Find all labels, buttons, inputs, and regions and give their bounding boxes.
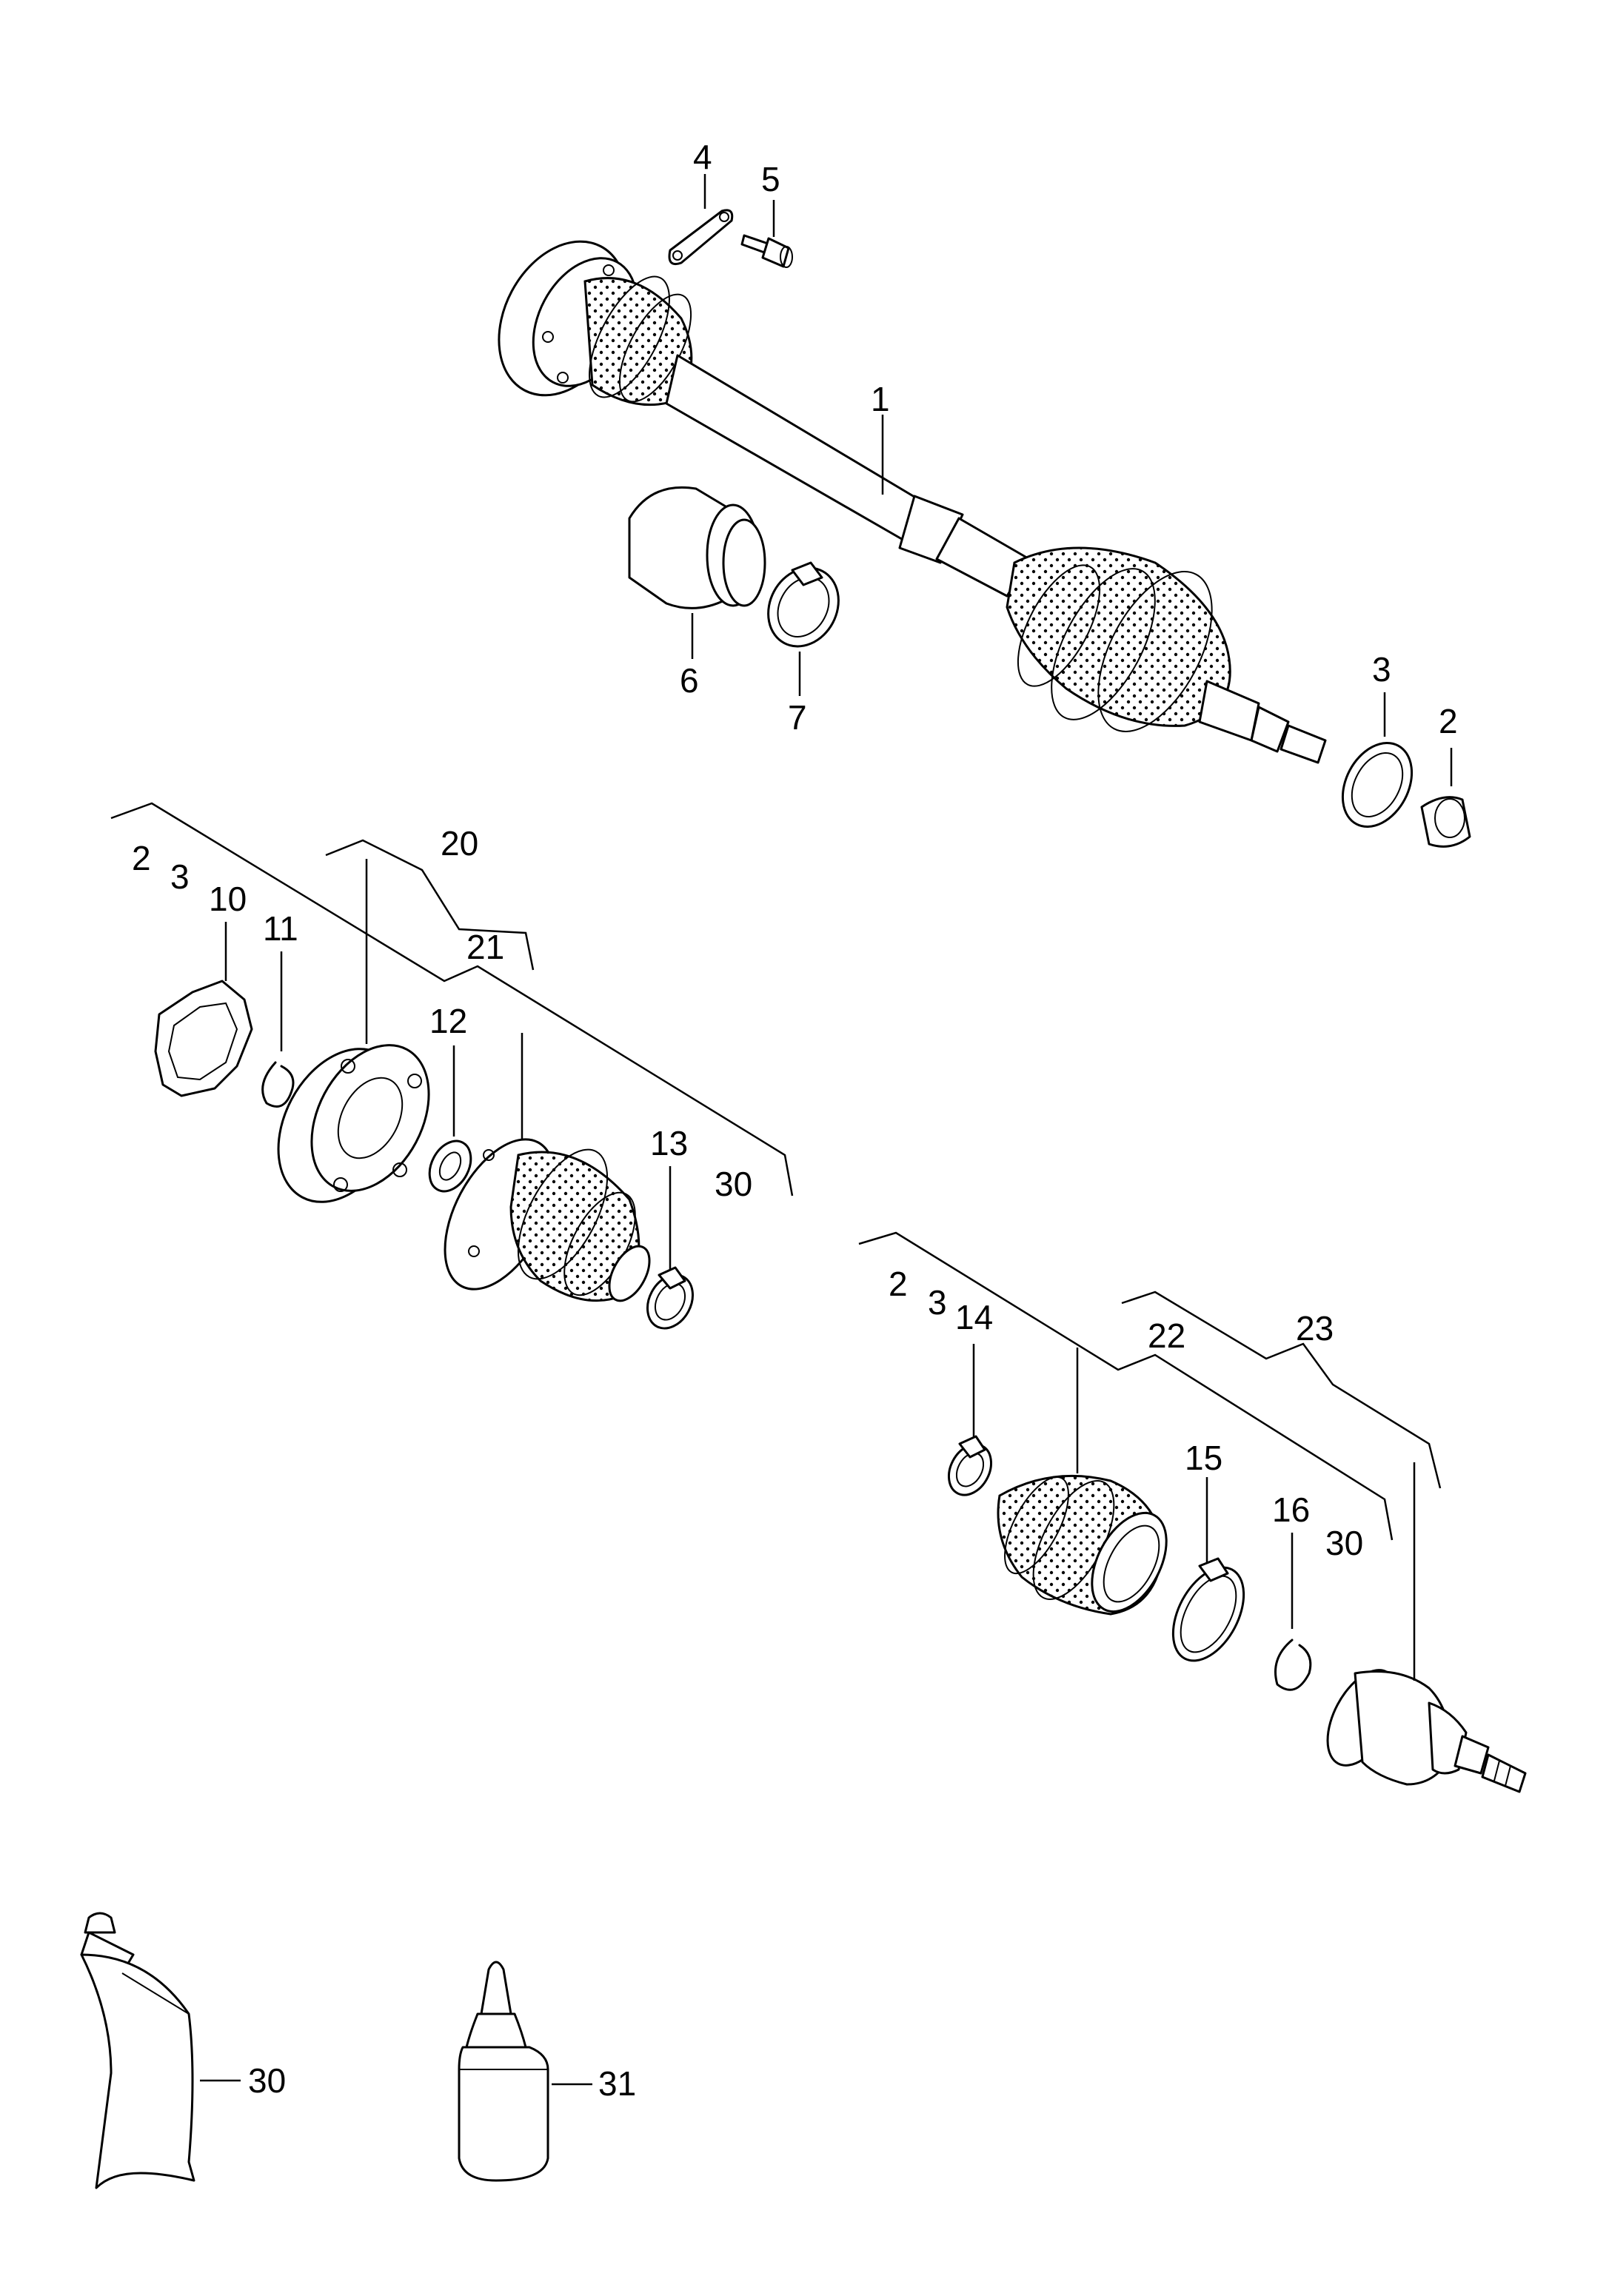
callout-20: 20 [441,824,478,863]
callout-31: 31 [598,2064,636,2103]
circlip-11[interactable] [261,1061,295,1108]
callout-12: 12 [429,1002,467,1040]
callout-3c: 3 [928,1283,947,1322]
vibration-damper[interactable] [628,486,766,609]
callout-10: 10 [209,880,247,918]
callout-4: 4 [693,138,712,176]
callout-2b: 2 [132,839,151,877]
callout-14: 14 [955,1298,993,1336]
callout-16: 16 [1272,1490,1310,1529]
hose-clamp-7[interactable] [755,555,852,658]
hose-clamp-14[interactable] [940,1435,1000,1502]
callout-13: 13 [650,1124,688,1162]
callout-7: 7 [788,698,807,737]
callout-23: 23 [1296,1309,1334,1348]
boot-inner-joint[interactable] [422,1122,658,1308]
nut-2[interactable] [1420,796,1471,848]
callout-5: 5 [761,160,780,198]
callout-1: 1 [871,380,890,418]
callout-30a: 30 [715,1165,752,1203]
cv-joint-outer[interactable] [1314,1659,1527,1793]
callout-21: 21 [466,928,504,966]
bolt[interactable] [740,234,793,268]
callout-2a: 2 [1439,702,1458,740]
sealant-bottle[interactable] [458,1961,549,2182]
callout-6: 6 [680,661,699,700]
cv-joint-inner[interactable] [253,1025,452,1223]
callout-30c: 30 [248,2061,286,2100]
callout-3a: 3 [1372,650,1391,689]
drive-shaft-assembly[interactable] [473,219,1327,764]
circlip-16[interactable] [1274,1639,1312,1691]
callout-22: 22 [1148,1316,1185,1355]
callout-2c: 2 [889,1265,908,1303]
hose-clamp-13[interactable] [638,1266,701,1336]
securing-plate[interactable] [668,209,734,266]
hose-clamp-15[interactable] [1159,1556,1258,1673]
gasket[interactable] [154,980,253,1097]
callout-3b: 3 [170,857,190,896]
callout-11: 11 [263,909,298,948]
callout-15: 15 [1185,1439,1222,1477]
washer-12[interactable] [421,1134,479,1198]
ring-3[interactable] [1329,731,1426,838]
grease-tube[interactable] [80,1912,195,2189]
boot-outer-joint[interactable] [992,1467,1182,1624]
callout-30b: 30 [1325,1524,1363,1562]
